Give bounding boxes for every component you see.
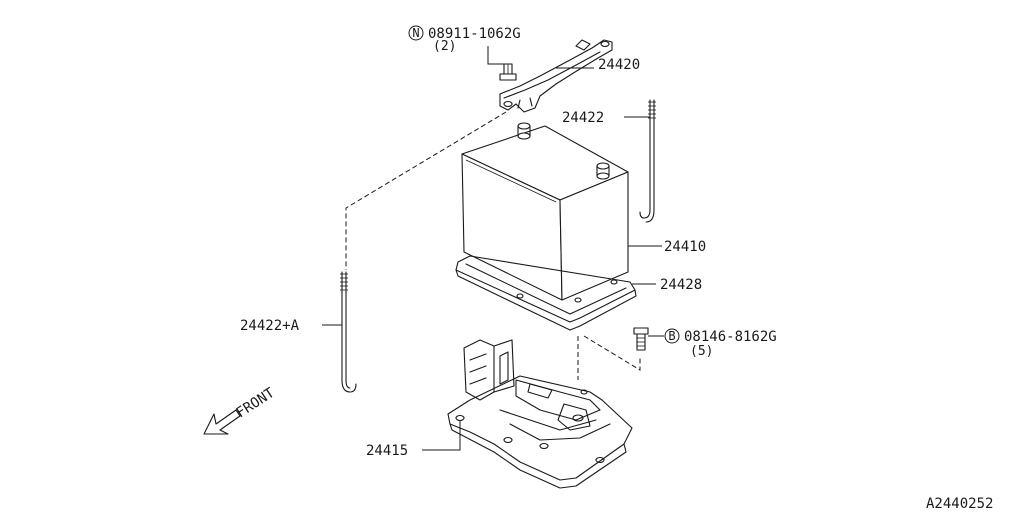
fastener-callout-n: N 08911-1062G (2) xyxy=(408,25,521,65)
diagram-id: A2440252 xyxy=(926,496,993,512)
part-number-24415: 24415 xyxy=(366,443,408,459)
fastener-symbol-n: N xyxy=(412,26,419,40)
hold-down-bracket xyxy=(499,39,613,113)
front-label: FRONT xyxy=(233,385,278,422)
front-arrow-icon xyxy=(203,409,241,435)
fastener-symbol-b: B xyxy=(668,329,675,343)
holder-rod-left xyxy=(340,271,357,393)
label-24410: 24410 xyxy=(628,239,706,255)
part-number-24420: 24420 xyxy=(598,57,640,73)
fastener-b-quantity: (5) xyxy=(690,344,713,359)
flange-bolt xyxy=(633,327,649,351)
part-number-24422a: 24422+A xyxy=(240,318,300,334)
label-24422: 24422 xyxy=(562,110,650,126)
label-24415: 24415 xyxy=(366,420,461,459)
battery xyxy=(461,122,629,301)
label-24422A: 24422+A xyxy=(240,318,342,334)
battery-carrier xyxy=(447,339,633,489)
fastener-callout-b: B 08146-8162G (5) xyxy=(648,328,777,359)
part-number-24422: 24422 xyxy=(562,110,604,126)
label-24420: 24420 xyxy=(556,57,640,73)
flange-nut xyxy=(499,63,517,81)
alignment-dash-left xyxy=(345,111,507,270)
part-number-24410: 24410 xyxy=(664,239,706,255)
alignment-dash-right xyxy=(577,335,641,380)
fastener-n-part-number: 08911-1062G xyxy=(428,26,521,42)
holder-rod-right xyxy=(639,99,656,223)
fastener-b-part-number: 08146-8162G xyxy=(684,329,777,345)
part-number-24428: 24428 xyxy=(660,277,702,293)
battery-tray-mat xyxy=(455,255,637,331)
label-24428: 24428 xyxy=(632,277,702,293)
fastener-n-quantity: (2) xyxy=(433,39,456,54)
